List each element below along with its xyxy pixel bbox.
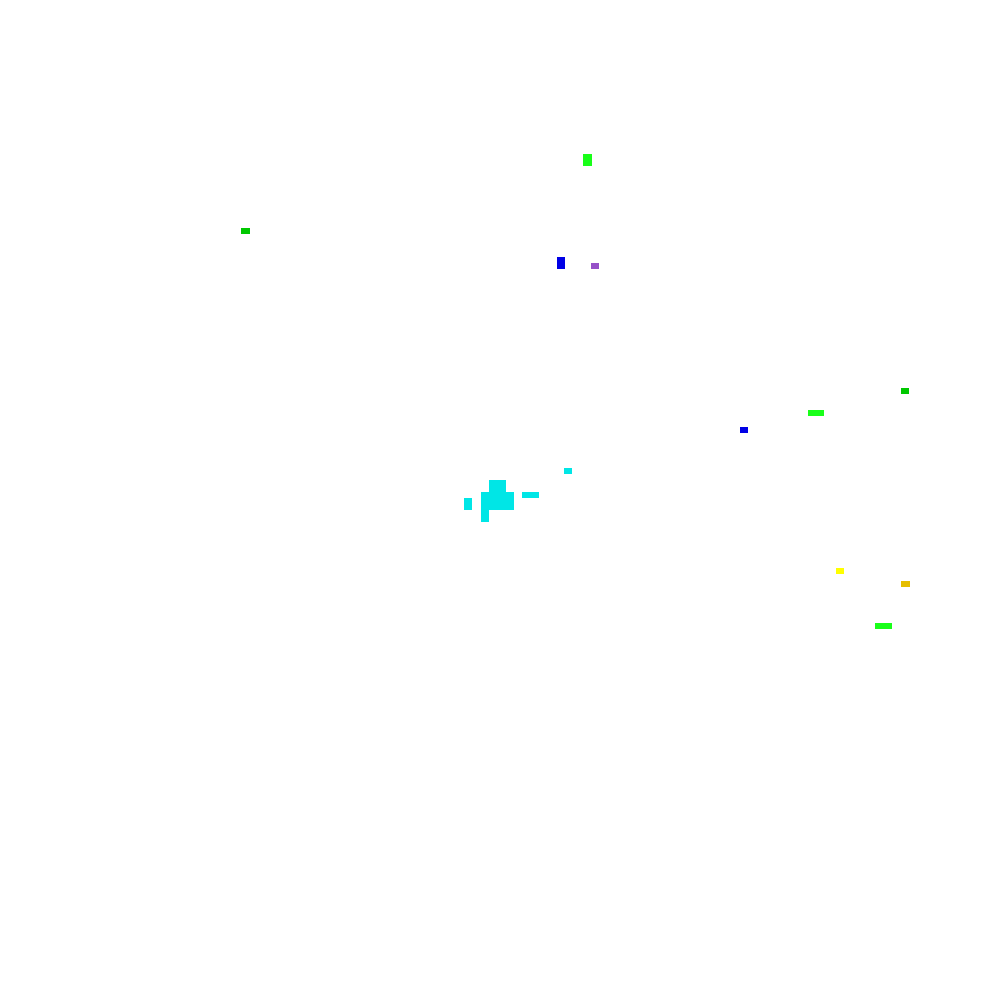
violet-blob — [591, 263, 599, 269]
yellow-blob — [836, 568, 844, 574]
bright-green-blob-1 — [583, 154, 592, 166]
cyan-cluster-part-bottom — [481, 509, 489, 522]
cyan-cluster-part-left — [464, 498, 472, 510]
cyan-blob-small — [564, 468, 572, 474]
bright-green-blob-3 — [875, 623, 892, 629]
cyan-cluster-part-middle — [481, 492, 514, 510]
green-blob-2 — [901, 388, 909, 394]
blue-blob-1 — [557, 257, 565, 269]
green-blob-1 — [241, 228, 250, 234]
cyan-cluster-part-top — [489, 480, 506, 493]
gold-blob — [901, 581, 910, 587]
bright-green-blob-2 — [808, 410, 824, 416]
cyan-blob-bar — [522, 492, 539, 498]
blue-blob-2 — [740, 427, 748, 433]
